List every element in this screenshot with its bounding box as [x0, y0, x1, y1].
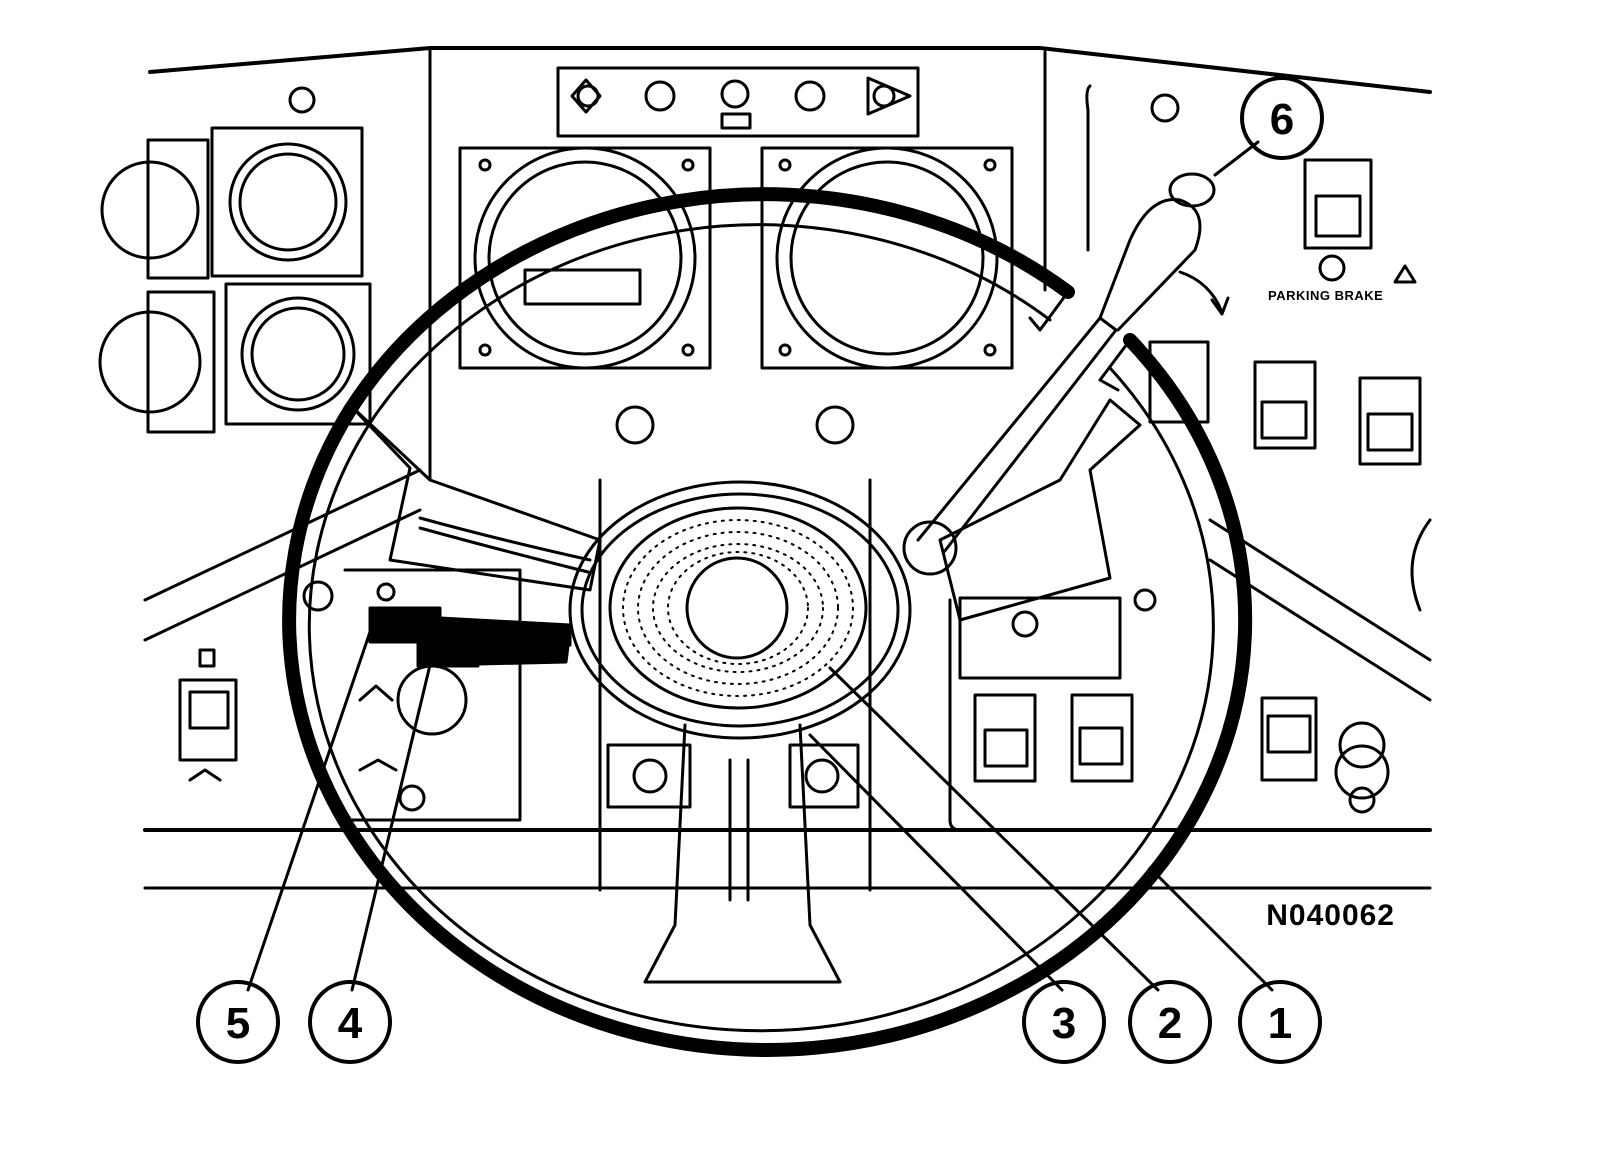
- parking-brake-placard: PARKING BRAKE: [1268, 288, 1383, 303]
- transmission-lever: [902, 172, 1230, 576]
- callout-4-circle: [308, 980, 392, 1064]
- callout-2-circle: [1128, 980, 1212, 1064]
- indicator-light-4: [794, 80, 826, 112]
- callout-4-number: 4: [338, 999, 363, 1048]
- steering-wheel-spoke-right: [938, 398, 1142, 622]
- leader-5: [246, 630, 372, 992]
- odometer-window: [523, 268, 642, 306]
- callout-1-circle: [1238, 980, 1322, 1064]
- figure-id-label: N040062: [1266, 899, 1395, 932]
- lever-direction-arrow: [1178, 270, 1224, 314]
- leader-1: [1148, 866, 1274, 992]
- callout-5-number: 5: [226, 999, 250, 1048]
- center-gauge-right: [760, 146, 1014, 370]
- lower-left-switch-panel: [178, 568, 522, 822]
- callout-3-circle: [1022, 980, 1106, 1064]
- leader-6: [1213, 140, 1260, 177]
- indicator-light-5: [866, 76, 912, 116]
- lower-center-switch-panel: [606, 743, 860, 809]
- callout-5-circle: [196, 980, 280, 1064]
- steering-wheel-spoke-left: [348, 403, 602, 592]
- leader-4: [350, 663, 432, 992]
- center-gauge-left: [458, 146, 712, 370]
- horn-center-emblem: [685, 556, 789, 660]
- lower-right-switch-panel: [948, 588, 1390, 832]
- parking-brake-switch: [1303, 158, 1417, 284]
- leader-2: [828, 666, 1160, 992]
- headlight-dimmer-stalk: [416, 636, 570, 668]
- gauge-lower-right: [224, 282, 372, 426]
- indicator-light-strip: [556, 66, 920, 138]
- steering-wheel-spoke-bottom: [643, 723, 842, 984]
- callout-6-circle: [1240, 76, 1324, 160]
- callout-2-number: 2: [1158, 999, 1182, 1048]
- steering-wheel-rim: [343, 187, 1075, 417]
- panel-screw-right: [815, 405, 855, 445]
- callout-6-number: 6: [1270, 95, 1294, 144]
- lever-pivot-knob: [902, 520, 958, 576]
- indicator-light-1: [570, 78, 602, 114]
- indicator-light-2: [644, 80, 676, 112]
- indicator-light-3: [720, 79, 750, 109]
- ignition-placard: [958, 596, 1122, 680]
- callout-leaders: [246, 140, 1274, 992]
- panel-screw-upper-right: [1150, 93, 1180, 123]
- rotary-knob: [396, 664, 468, 736]
- leader-3: [808, 733, 1064, 992]
- panel-screw-left: [615, 405, 655, 445]
- callout-1-number: 1: [1268, 999, 1292, 1048]
- left-gauge-cluster: [98, 86, 372, 434]
- callout-3-number: 3: [1052, 999, 1076, 1048]
- steering-wheel: [282, 187, 1253, 1057]
- steering-wheel-hub: [568, 480, 912, 740]
- far-right-knob: [1410, 518, 1432, 612]
- turn-signal-lever: [368, 582, 572, 647]
- horn-button: [608, 506, 868, 710]
- rocker-switches-right: [1148, 340, 1422, 466]
- gauge-upper-right: [210, 126, 364, 278]
- ignition-key-icon: [1011, 610, 1039, 638]
